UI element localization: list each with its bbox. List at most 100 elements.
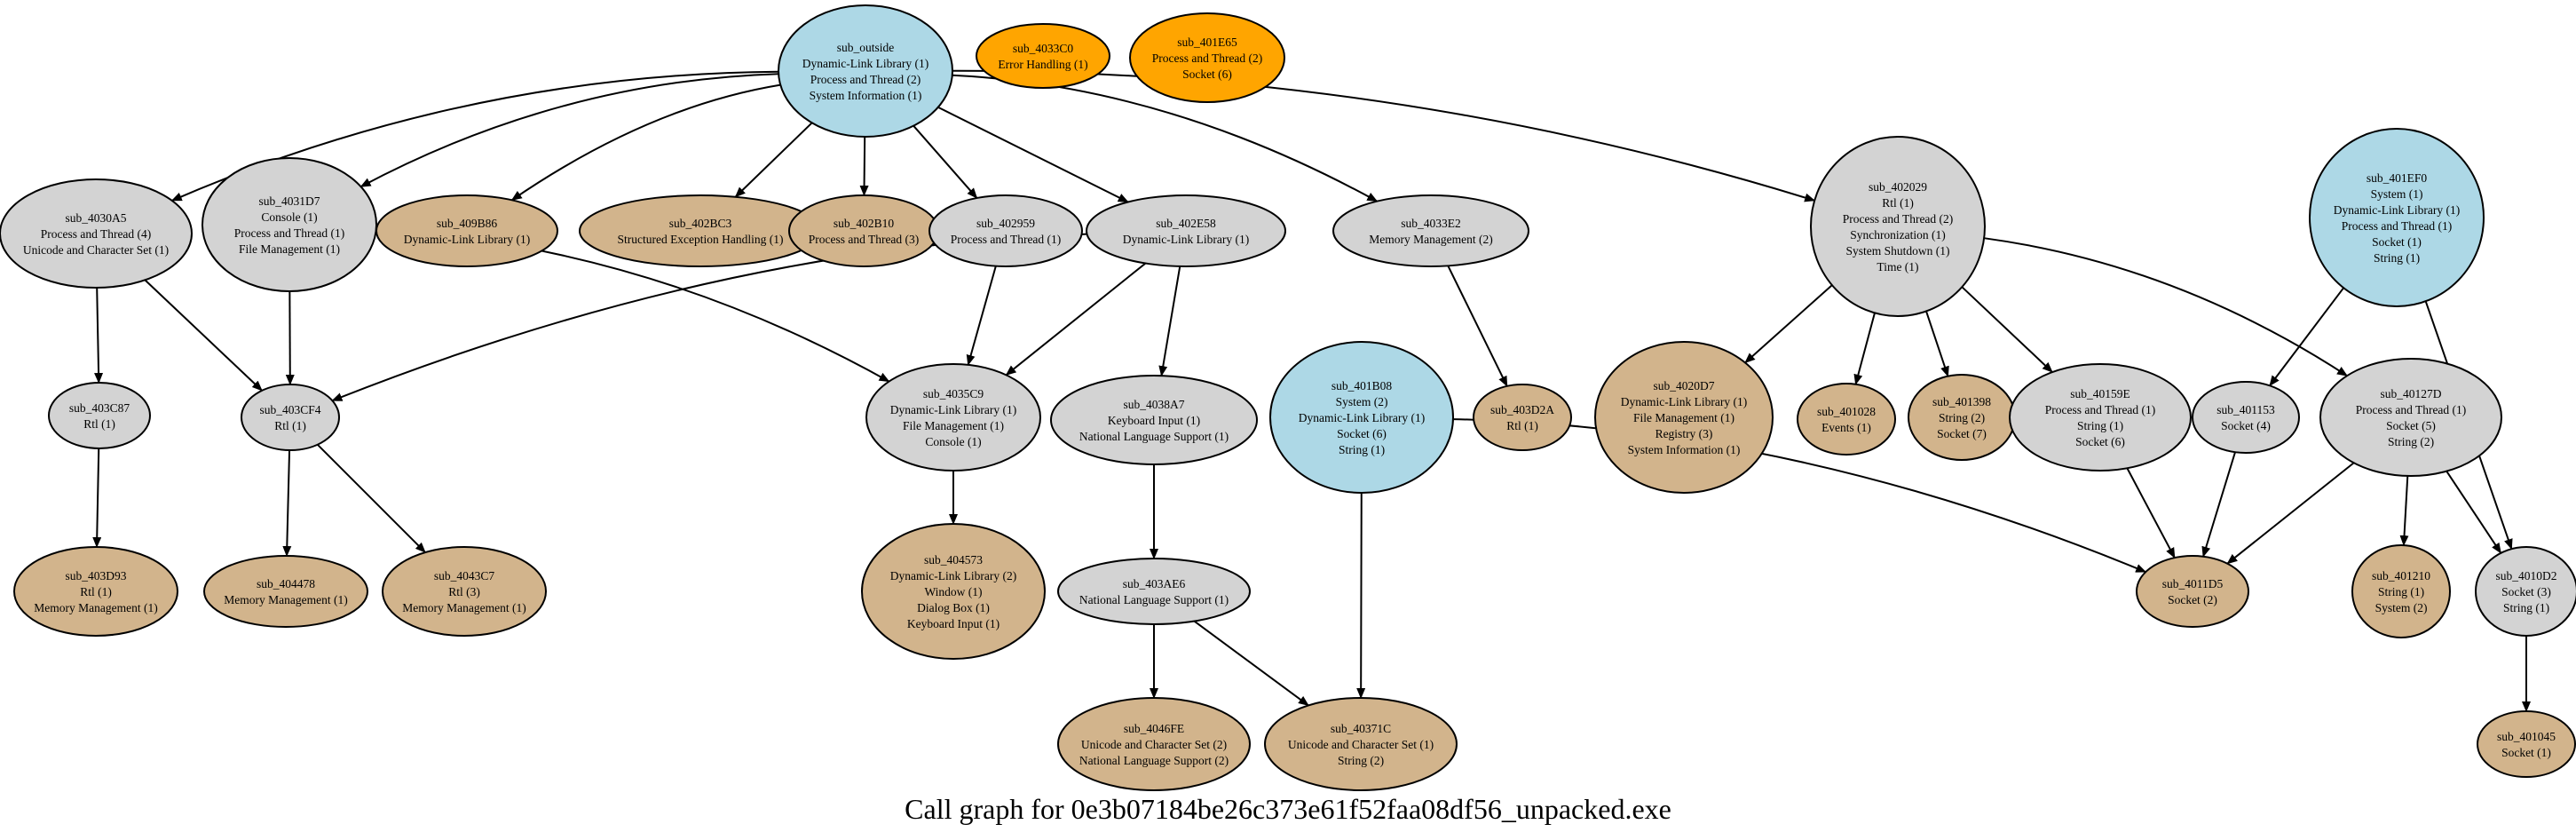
node-title: sub_401028 <box>1817 405 1876 418</box>
edge-sub_40127D-to-sub_4010D2 <box>2446 471 2502 554</box>
node-api-category: Dynamic-Link Library (1) <box>1123 233 1249 246</box>
node-title: sub_4011D5 <box>2162 577 2224 590</box>
node-ellipse <box>2477 710 2576 778</box>
node-api-category: Memory Management (1) <box>224 593 347 606</box>
edge-sub_40159E-to-sub_4011D5 <box>2126 467 2176 559</box>
node-api-category: Process and Thread (1) <box>2045 403 2156 416</box>
node-api-category: Unicode and Character Set (1) <box>1288 738 1434 751</box>
node-api-category: Unicode and Character Set (2) <box>1081 738 1227 751</box>
node-api-category: Process and Thread (1) <box>951 233 1062 246</box>
node-api-category: Memory Management (2) <box>1369 233 1492 246</box>
node-title: sub_4046FE <box>1124 722 1184 735</box>
node-api-category: Memory Management (1) <box>402 601 525 614</box>
node-api-category: String (1) <box>2378 585 2424 598</box>
node-ellipse <box>2319 358 2502 477</box>
node-title: sub_403CF4 <box>259 403 320 416</box>
node-title: sub_outside <box>837 41 895 54</box>
node-title: sub_401398 <box>1932 395 1991 408</box>
node-api-category: National Language Support (1) <box>1079 430 1229 443</box>
node-title: sub_401210 <box>2372 569 2430 582</box>
node-api-category: Window (1) <box>924 585 982 598</box>
node-title: sub_402BC3 <box>669 217 732 230</box>
node-api-category: Dynamic-Link Library (1) <box>1621 395 1747 408</box>
node-api-category: Console (1) <box>925 435 981 448</box>
node-ellipse <box>382 546 547 637</box>
node-ellipse <box>0 178 193 289</box>
node-title: sub_403D2A <box>1490 403 1554 416</box>
node-ellipse <box>2309 128 2485 307</box>
edge-sub_401B08-to-sub_40371C <box>1356 492 1366 699</box>
node-title: sub_401EF0 <box>2367 171 2428 185</box>
node-ellipse <box>2351 544 2451 638</box>
node-api-category: Registry (3) <box>1655 427 1713 440</box>
node-ellipse <box>1050 375 1258 465</box>
node-title: sub_40127D <box>2380 387 2441 400</box>
node-title: sub_40159E <box>2070 387 2130 400</box>
node-api-category: Process and Thread (4) <box>41 227 152 241</box>
node-title: sub_402959 <box>976 217 1035 230</box>
node-ellipse <box>203 555 368 628</box>
node-api-category: Unicode and Character Set (1) <box>23 243 169 257</box>
node-api-category: Console (1) <box>261 210 317 224</box>
edge-sub_outside-to-sub_402959 <box>913 125 978 199</box>
node-api-category: File Management (1) <box>239 242 340 256</box>
node-api-category: System (2) <box>1336 395 1388 408</box>
node-title: sub_403D93 <box>65 569 126 582</box>
node-api-category: Dynamic-Link Library (1) <box>802 57 928 70</box>
node-ellipse <box>241 384 340 451</box>
node-api-category: Socket (6) <box>1337 427 1387 440</box>
node-api-category: String (1) <box>2374 251 2420 265</box>
edge-sub_403CF4-to-sub_4043C7 <box>316 443 426 553</box>
edge-sub_402029-to-sub_401028 <box>1853 313 1876 385</box>
node-api-category: Dialog Box (1) <box>917 601 990 614</box>
node-title: sub_401B08 <box>1331 379 1393 392</box>
node-api-category: Process and Thread (2) <box>810 73 921 86</box>
node-ellipse <box>1810 136 1986 317</box>
edge-sub_40127D-to-sub_401210 <box>2399 475 2409 547</box>
edge-sub_402029-to-sub_40159E <box>1961 286 2053 373</box>
edge-sub_403CF4-to-sub_404478 <box>282 449 292 558</box>
node-api-category: Socket (7) <box>1937 427 1987 440</box>
node-api-category: Dynamic-Link Library (1) <box>404 233 530 246</box>
node-api-category: String (2) <box>1939 411 1985 424</box>
edge-sub_401EF0-to-sub_401153 <box>2269 287 2344 387</box>
node-ellipse <box>579 194 822 267</box>
